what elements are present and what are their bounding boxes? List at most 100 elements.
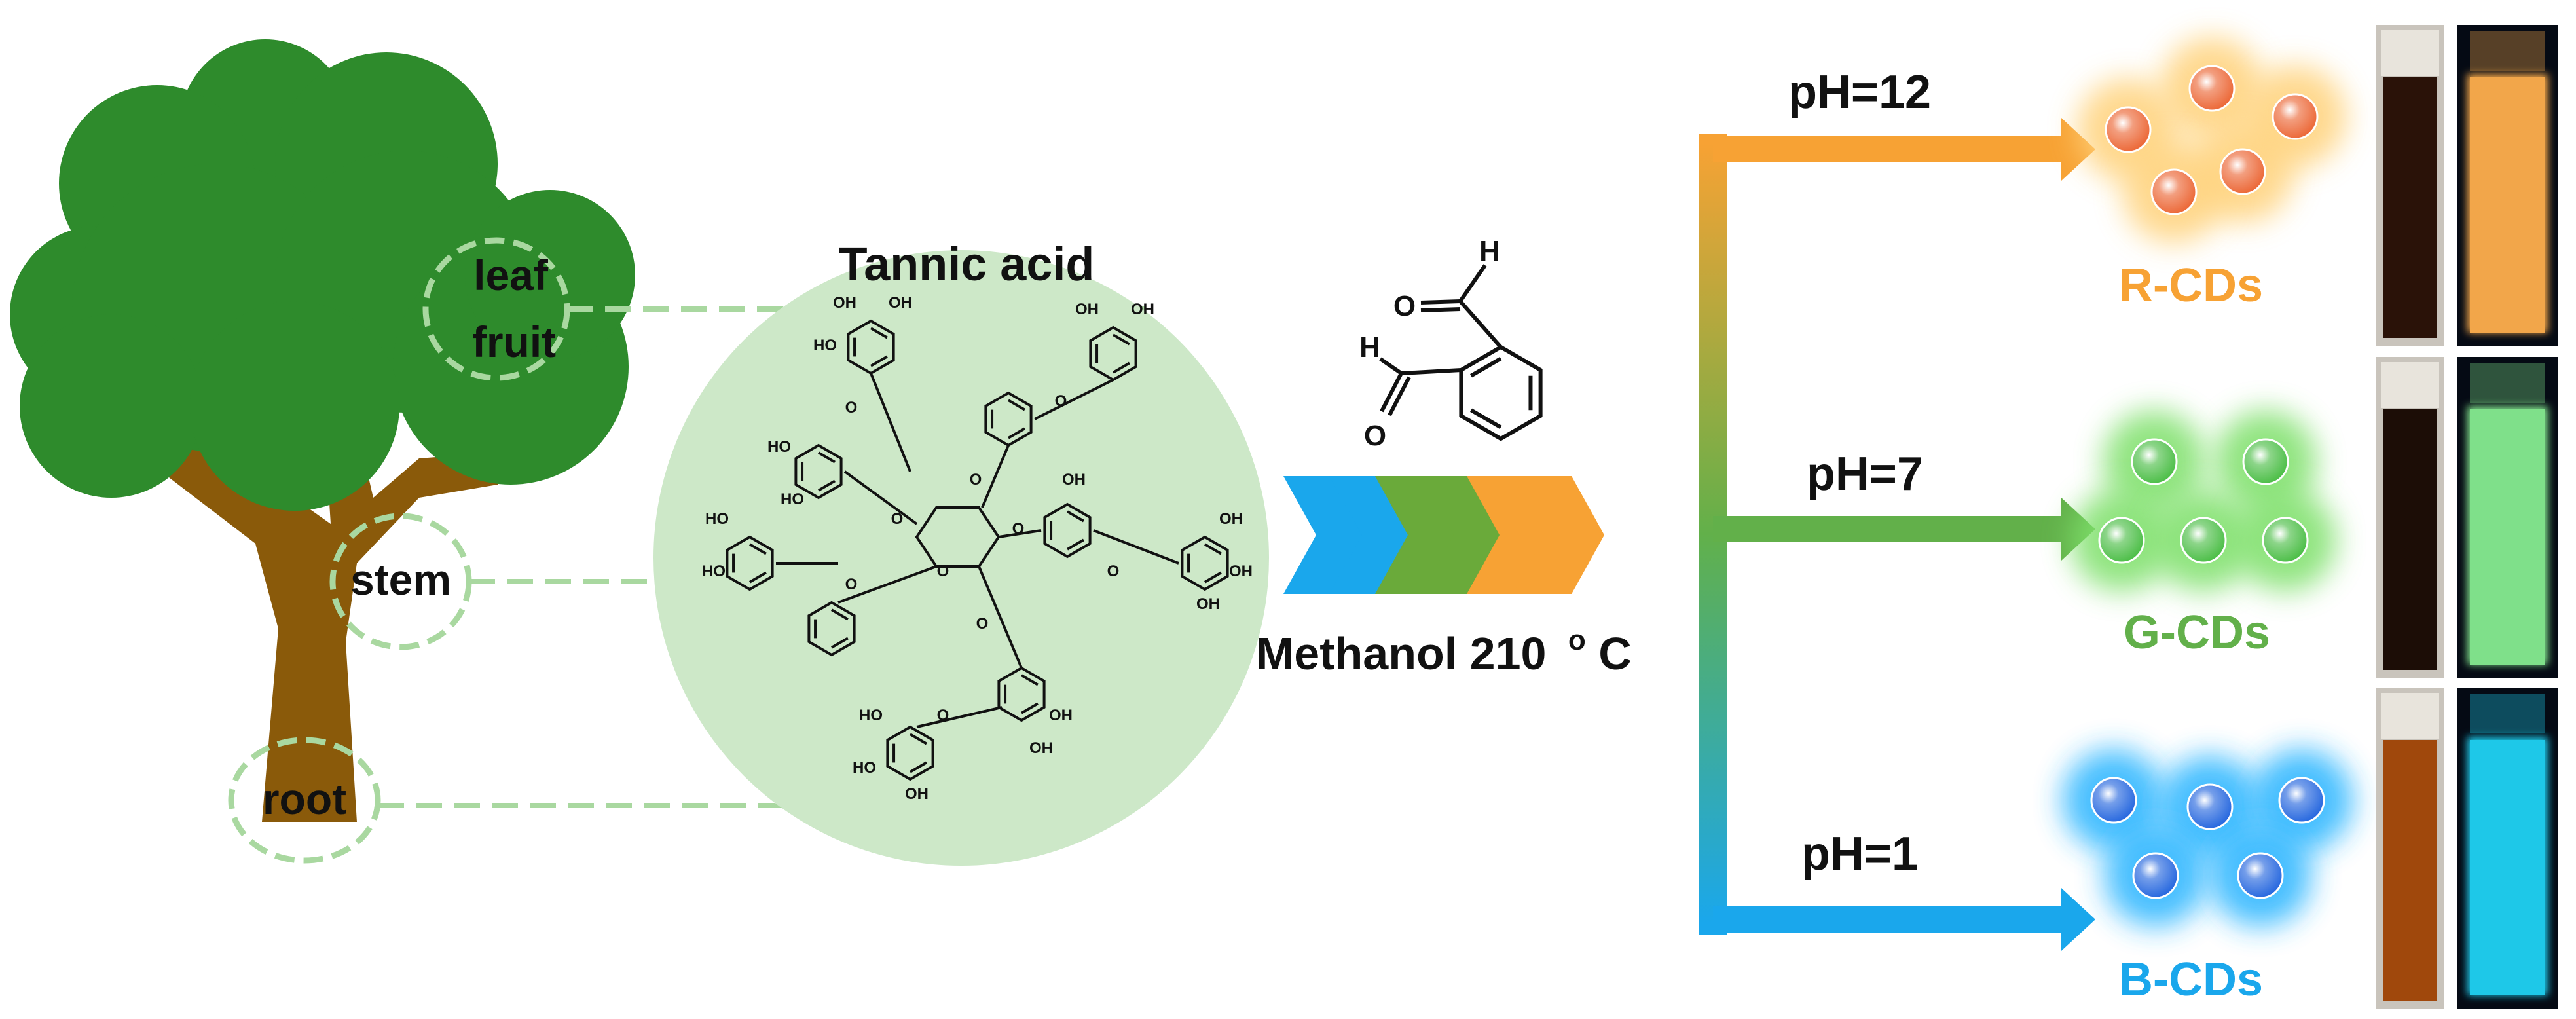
double-bond <box>909 761 927 773</box>
atom-label: O <box>937 563 949 580</box>
carbon-dot-highlight <box>2106 107 2150 152</box>
carbon-dot-highlight <box>2273 94 2317 139</box>
carbon-dot-cluster <box>2070 411 2336 591</box>
carbon-dot-highlight <box>2279 778 2324 823</box>
atom-label: OH <box>1029 739 1053 757</box>
cuvette-cap <box>2381 693 2439 739</box>
double-bond <box>870 327 888 339</box>
atom-label: OH <box>1196 595 1220 613</box>
double-bond <box>909 733 927 745</box>
cuvette-uv-cap <box>2470 694 2545 733</box>
reaction-arrow-chevrons <box>1283 476 1604 594</box>
tannic-acid-circle <box>653 250 1269 866</box>
double-bond <box>1020 702 1039 714</box>
cuvette-pair <box>2376 688 2558 1009</box>
branch-arrow-head <box>2061 118 2095 181</box>
carbonyl-bond <box>1380 372 1403 413</box>
atom-label: HO <box>705 510 729 528</box>
atom-label: HO <box>702 563 726 580</box>
tree-trunk <box>144 413 504 822</box>
carbon-dot-highlight <box>2243 439 2288 484</box>
atom-label: O <box>845 576 858 593</box>
atom-label: OH <box>1075 301 1099 318</box>
double-bond <box>870 355 888 367</box>
cuvette-uv-cap <box>2470 363 2545 403</box>
double-bond <box>1067 538 1084 551</box>
cuvette-pair <box>2376 357 2558 678</box>
condition-text: Methanol 210 <box>1256 628 1546 679</box>
double-bond <box>1008 399 1025 411</box>
atom-label: O <box>1393 290 1416 322</box>
atom-label: HO <box>859 707 883 724</box>
carbon-dot-highlight <box>2152 170 2196 214</box>
bond <box>870 373 911 472</box>
double-bond <box>1113 361 1130 374</box>
atom-label: O <box>845 399 858 417</box>
carbonyl-bond <box>1388 376 1411 417</box>
benzene-ring <box>807 601 856 657</box>
double-bond <box>1067 510 1084 523</box>
atom-label: OH <box>1131 301 1154 318</box>
atom-label: O <box>891 510 904 528</box>
ph-branch-arrows <box>1699 118 2095 951</box>
carbon-dot-highlight <box>2188 785 2232 829</box>
atom-label: HO <box>767 438 791 456</box>
atom-label: HO <box>813 337 837 354</box>
cuvette-uv-solution <box>2470 77 2545 333</box>
r-cds-label: R-CDs <box>2119 259 2263 312</box>
atom-label: OH <box>1062 471 1086 489</box>
leaf-label: leaf <box>473 251 549 299</box>
double-bond <box>831 637 849 649</box>
carbon-dot-highlight <box>2133 853 2178 898</box>
carbon-dot-highlight <box>2091 778 2136 823</box>
degree-sign: o <box>1568 624 1586 656</box>
atom-label: O <box>970 471 982 489</box>
double-bond <box>1470 356 1502 378</box>
atom-label: O <box>1364 420 1386 452</box>
bond <box>1093 529 1179 565</box>
benzene-ring <box>1459 344 1543 441</box>
carbon-dot-highlight <box>2190 66 2234 111</box>
atom-label: OH <box>1229 563 1253 580</box>
carbon-dot-cluster <box>2063 749 2353 927</box>
branch-arrow-shaft <box>1713 906 2063 933</box>
cuvette-uv-cap <box>2470 31 2545 71</box>
stem-label: stem <box>350 555 451 604</box>
double-bond <box>749 571 767 584</box>
tannic-acid-title: Tannic acid <box>839 238 1095 291</box>
cuvette-uv-solution <box>2470 409 2545 665</box>
double-bond <box>1204 571 1222 584</box>
root-callout-circle <box>228 737 381 864</box>
carbon-dot-highlight <box>2099 518 2144 563</box>
double-bond <box>1470 408 1502 430</box>
branch-arrow-shaft <box>1713 516 2063 542</box>
benzene-ring <box>794 443 843 500</box>
double-bond <box>831 608 849 621</box>
bond <box>1458 300 1503 348</box>
ph-label-7: pH=7 <box>1807 448 1923 500</box>
ph-label-1: pH=1 <box>1801 828 1918 880</box>
cuvette-pair <box>2376 25 2558 346</box>
atom-label: O <box>937 707 949 724</box>
atom-label: OH <box>833 294 856 312</box>
cuvette-cap <box>2381 30 2439 76</box>
b-cds-label: B-CDs <box>2119 954 2263 1006</box>
cuvette-daylight-solution <box>2383 740 2437 1001</box>
double-bond <box>818 451 836 464</box>
double-bond <box>818 479 836 492</box>
bond <box>978 566 1023 669</box>
carbon-dot-highlight <box>2238 853 2283 898</box>
bond <box>843 470 918 525</box>
double-bond <box>1204 543 1222 555</box>
branch-arrow-head <box>2061 888 2095 951</box>
atom-label: O <box>1012 520 1025 538</box>
temperature-unit: C <box>1598 628 1632 679</box>
double-bond <box>1113 333 1130 346</box>
atom-label: H <box>1359 331 1380 363</box>
branch-arrow-shaft <box>1713 136 2063 162</box>
cuvette-daylight-solution <box>2383 409 2437 670</box>
atom-label: OH <box>889 294 912 312</box>
cuvette-daylight-solution <box>2383 77 2437 338</box>
